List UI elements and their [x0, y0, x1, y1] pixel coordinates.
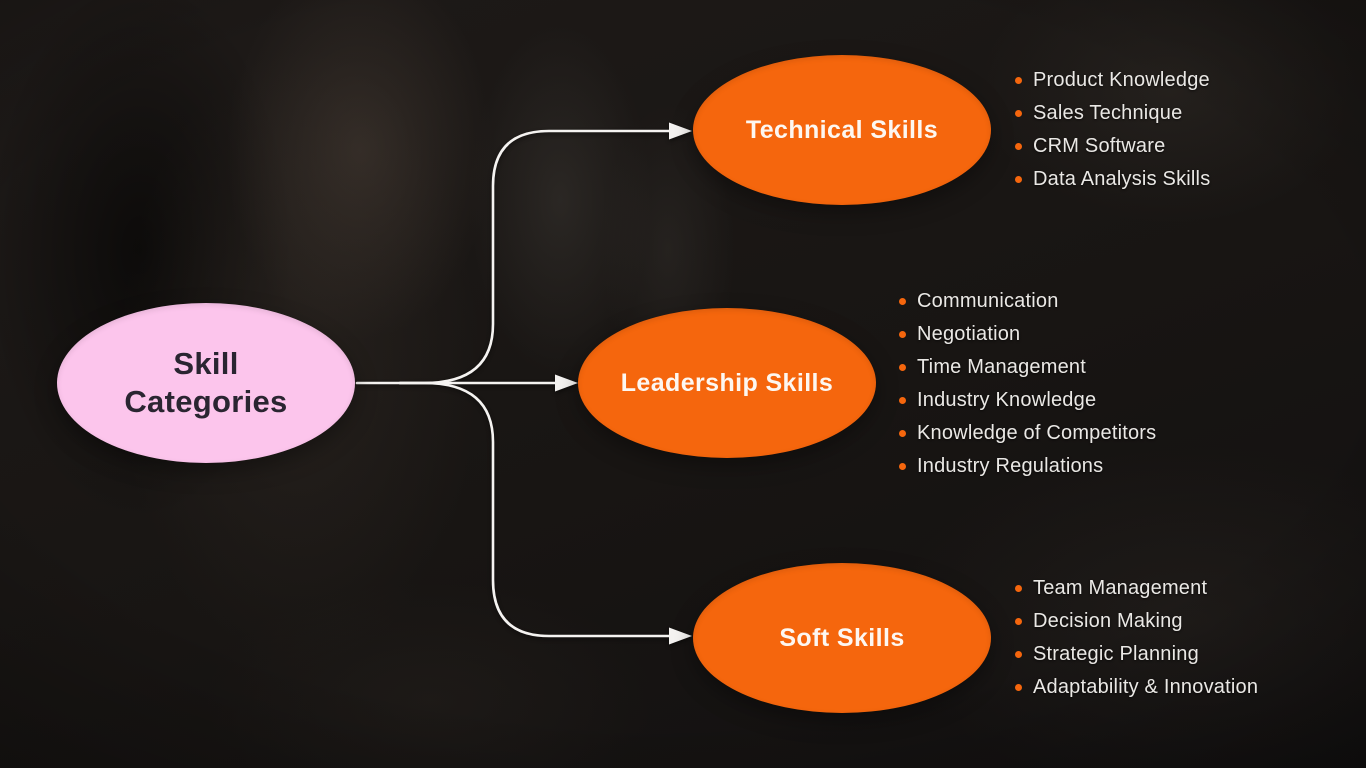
connector-soft: [398, 381, 673, 638]
bullet-icon: [899, 430, 906, 437]
list-item-label: Strategic Planning: [1033, 643, 1199, 665]
list-item-label: Sales Technique: [1033, 102, 1183, 124]
list-item-label: Product Knowledge: [1033, 69, 1210, 91]
bullet-icon: [899, 364, 906, 371]
list-item-label: Data Analysis Skills: [1033, 168, 1211, 190]
list-item-label: Knowledge of Competitors: [917, 422, 1157, 444]
bullet-icon: [1015, 684, 1022, 691]
list-item-label: Negotiation: [917, 323, 1021, 345]
list-item: Industry Knowledge: [899, 384, 1156, 417]
arrowhead-icon: [669, 122, 692, 140]
list-item-label: Adaptability & Innovation: [1033, 676, 1259, 698]
list-item: Time Management: [899, 351, 1156, 384]
connector-technical: [398, 129, 673, 385]
branch-node-label: Technical Skills: [745, 115, 939, 144]
root-node-skill-categories[interactable]: Skill Categories: [57, 303, 355, 463]
list-item: Communication: [899, 285, 1156, 318]
list-item-label: Time Management: [917, 356, 1086, 378]
list-item: Adaptability & Innovation: [1015, 671, 1258, 704]
root-node-label: Skill Categories: [124, 346, 288, 419]
branch-node-label: Leadership Skills: [620, 368, 834, 397]
bullet-icon: [1015, 585, 1022, 592]
branch-node-technical-skills[interactable]: Technical Skills: [693, 55, 991, 205]
list-item: Negotiation: [899, 318, 1156, 351]
technical-skills-list: Product Knowledge Sales Technique CRM So…: [1015, 64, 1210, 196]
list-item: Team Management: [1015, 572, 1258, 605]
arrowhead-icon: [555, 374, 578, 392]
bullet-icon: [1015, 110, 1022, 117]
list-item: Knowledge of Competitors: [899, 417, 1156, 450]
leadership-skills-list: Communication Negotiation Time Managemen…: [899, 285, 1156, 483]
list-item-label: Communication: [917, 290, 1059, 312]
branch-node-label: Soft Skills: [779, 623, 905, 652]
branch-node-soft-skills[interactable]: Soft Skills: [693, 563, 991, 713]
list-item-label: Team Management: [1033, 577, 1208, 599]
list-item-label: Industry Knowledge: [917, 389, 1097, 411]
list-item-label: Decision Making: [1033, 610, 1183, 632]
bullet-icon: [1015, 618, 1022, 625]
bullet-icon: [899, 331, 906, 338]
branch-node-leadership-skills[interactable]: Leadership Skills: [578, 308, 876, 458]
bullet-icon: [1015, 143, 1022, 150]
list-item: CRM Software: [1015, 130, 1210, 163]
arrowhead-icon: [669, 627, 692, 645]
list-item-label: Industry Regulations: [917, 455, 1104, 477]
list-item: Sales Technique: [1015, 97, 1210, 130]
bullet-icon: [899, 463, 906, 470]
bullet-icon: [899, 298, 906, 305]
bullet-icon: [899, 397, 906, 404]
list-item: Product Knowledge: [1015, 64, 1210, 97]
bullet-icon: [1015, 176, 1022, 183]
list-item: Industry Regulations: [899, 450, 1156, 483]
bullet-icon: [1015, 651, 1022, 658]
list-item: Strategic Planning: [1015, 638, 1258, 671]
list-item: Data Analysis Skills: [1015, 163, 1210, 196]
list-item: Decision Making: [1015, 605, 1258, 638]
soft-skills-list: Team Management Decision Making Strategi…: [1015, 572, 1258, 704]
list-item-label: CRM Software: [1033, 135, 1166, 157]
bullet-icon: [1015, 77, 1022, 84]
